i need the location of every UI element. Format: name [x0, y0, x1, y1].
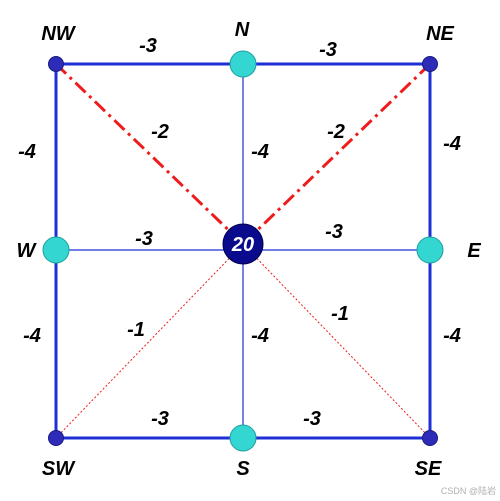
weight-top-left: -3 [139, 35, 157, 57]
weight-bottom-left: -3 [151, 408, 169, 430]
weight-left-top: -4 [18, 141, 36, 163]
node-center [222, 223, 264, 265]
node-nw [48, 56, 64, 72]
label-sw: SW [42, 458, 76, 480]
label-se: SE [415, 458, 442, 480]
weight-right-bottom: -4 [443, 325, 461, 347]
label-w: W [17, 240, 38, 262]
weight-diag-sw: -1 [127, 319, 145, 341]
node-sw [48, 430, 64, 446]
node-s [229, 424, 257, 452]
node-n [229, 50, 257, 78]
weight-center-s: -4 [251, 325, 269, 347]
weight-center-e: -3 [325, 221, 343, 243]
label-n: N [235, 19, 250, 41]
label-s: S [236, 458, 250, 480]
weight-right-top: -4 [443, 133, 461, 155]
weight-center-w: -3 [135, 228, 153, 250]
diag-center-ne [241, 62, 432, 246]
node-w [42, 236, 70, 264]
label-e: E [467, 240, 481, 262]
weight-diag-nw: -2 [151, 121, 169, 143]
center-value: 20 [231, 234, 254, 256]
label-nw: NW [41, 23, 76, 45]
weight-center-n: -4 [251, 141, 269, 163]
node-ne [422, 56, 438, 72]
lower-diagonals [55, 243, 431, 439]
diag-center-se [242, 243, 431, 439]
upper-diagonals [54, 62, 432, 246]
weight-diag-se: -1 [331, 303, 349, 325]
watermark-text: CSDN @陆岩 [440, 486, 496, 496]
diag-center-sw [55, 243, 244, 439]
weight-diag-ne: -2 [327, 121, 345, 143]
node-se [422, 430, 438, 446]
node-e [416, 236, 444, 264]
weight-left-bottom: -4 [23, 325, 41, 347]
weight-bottom-right: -3 [303, 408, 321, 430]
diag-center-nw [54, 62, 245, 246]
label-ne: NE [426, 23, 454, 45]
weight-top-right: -3 [319, 39, 337, 61]
